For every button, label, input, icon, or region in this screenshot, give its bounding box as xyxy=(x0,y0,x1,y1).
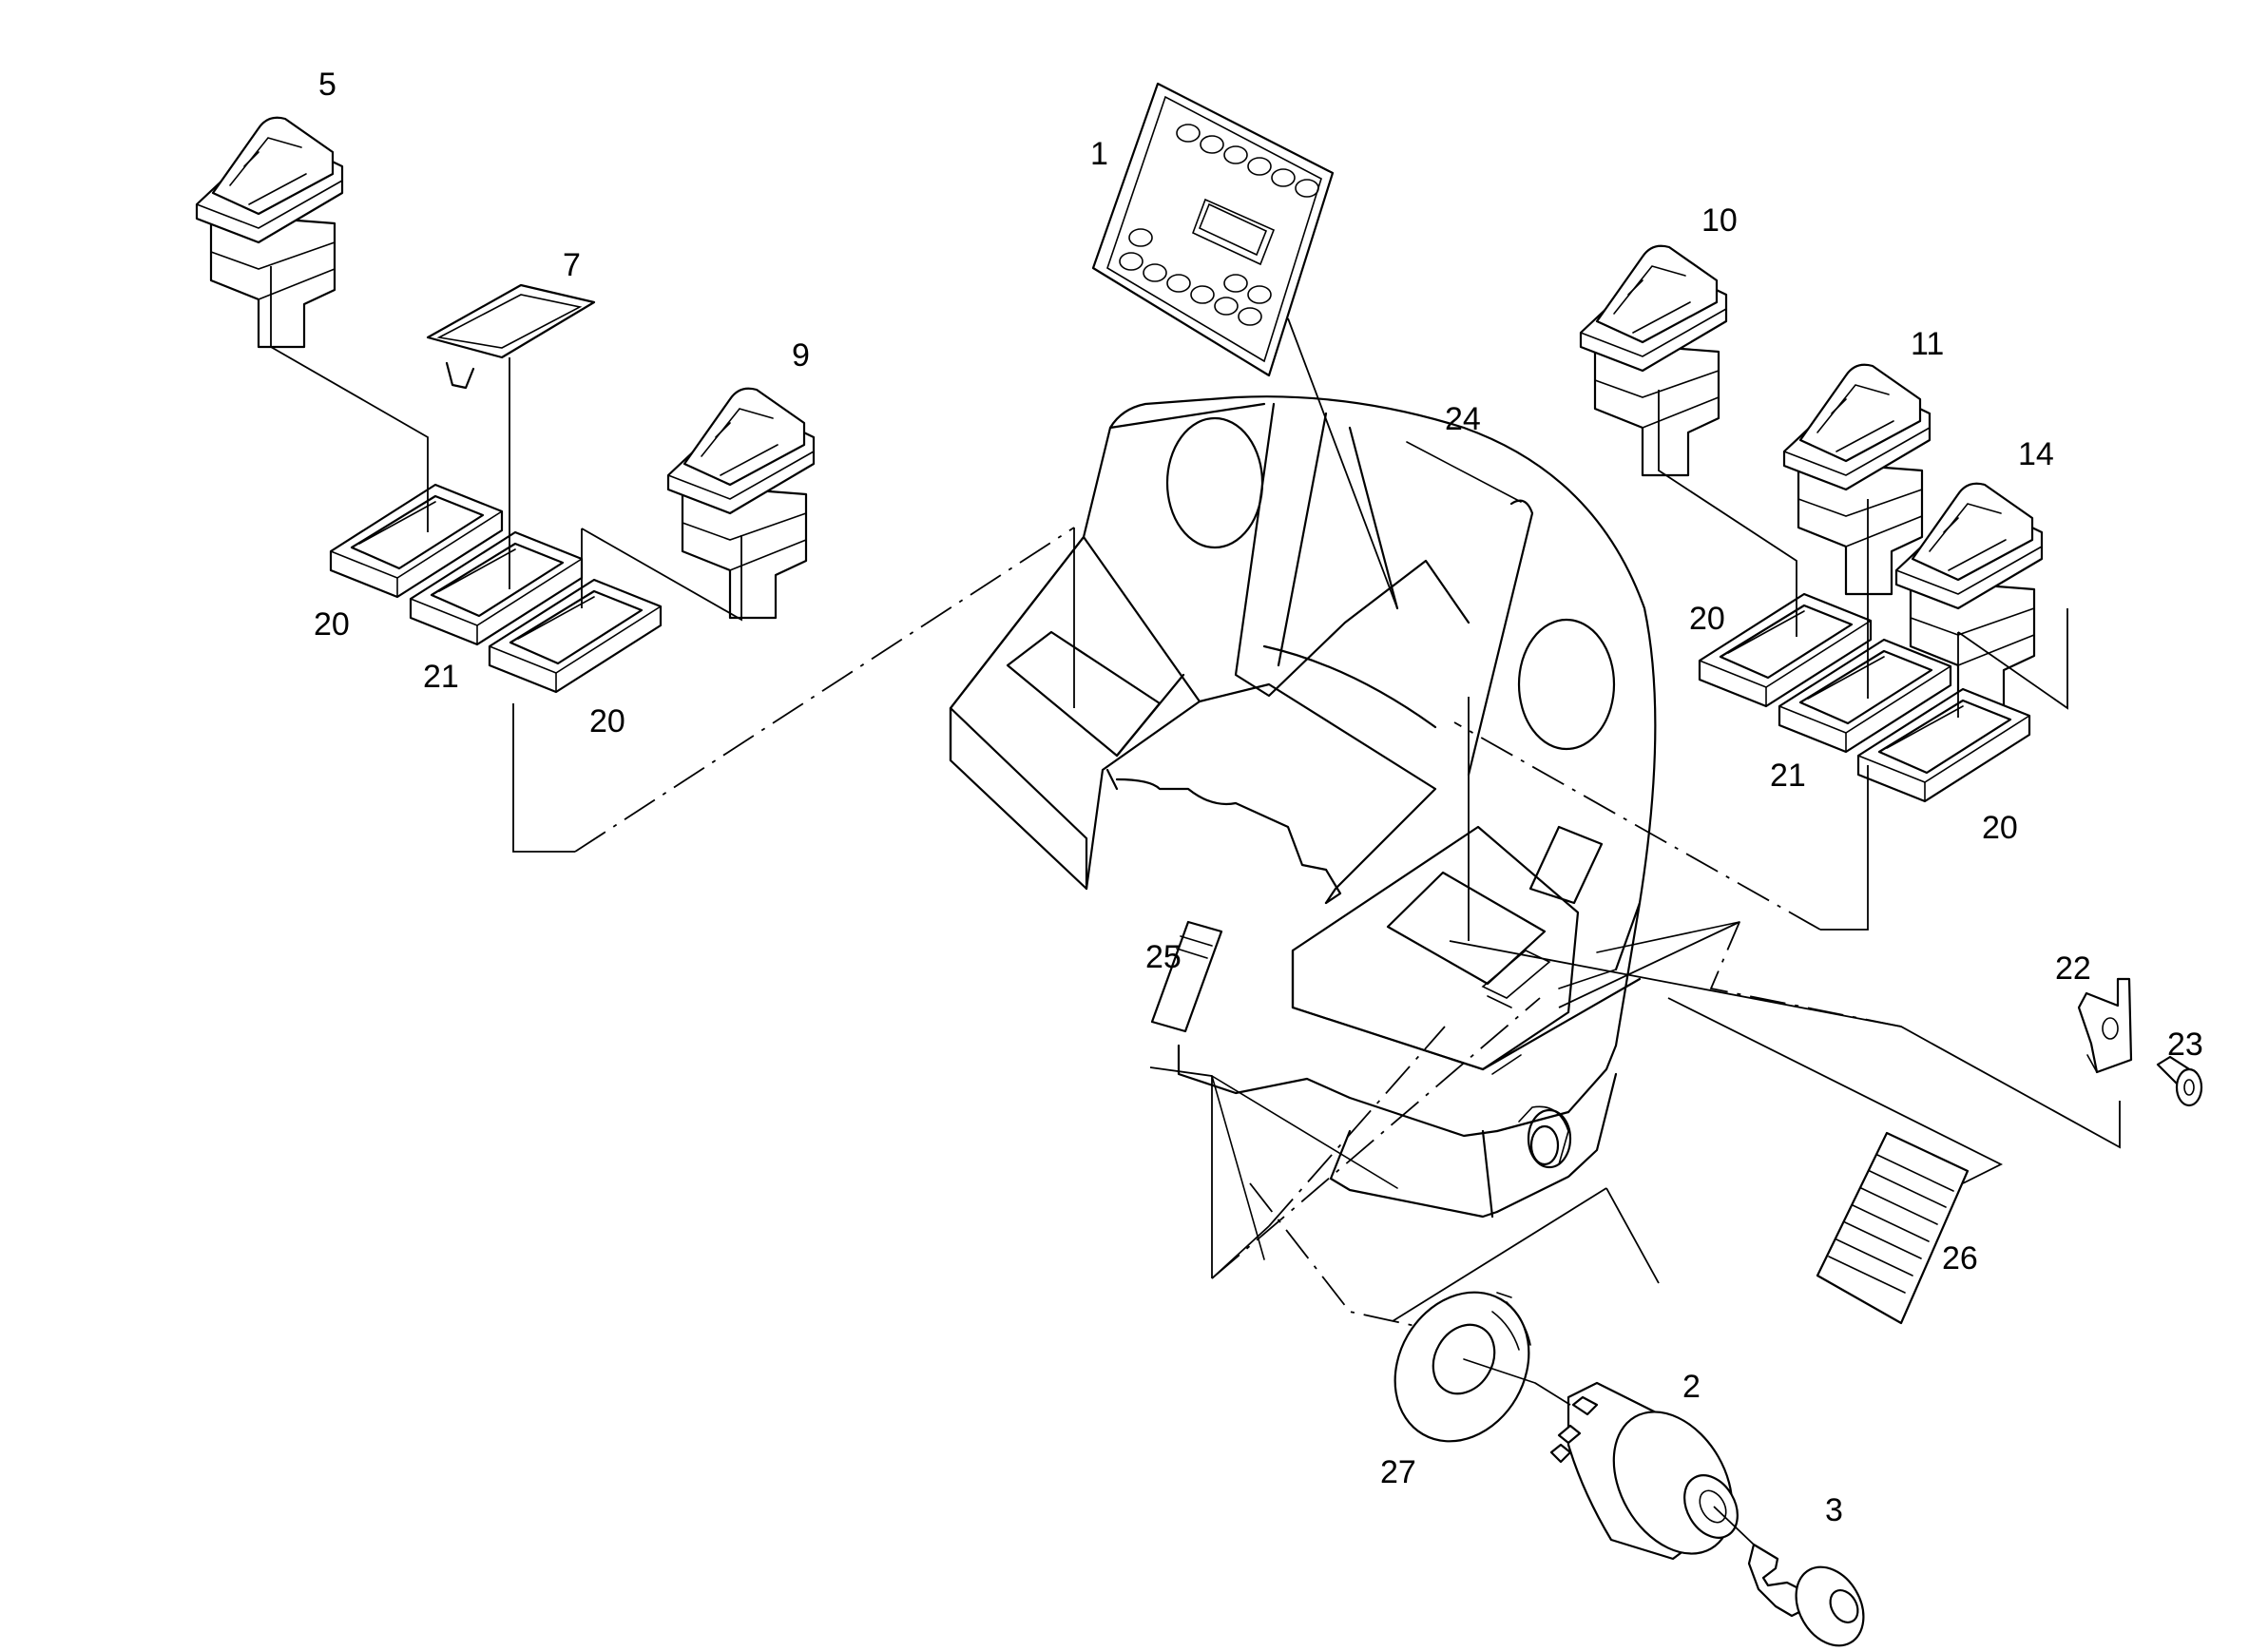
ignition-bezel-decal-27 xyxy=(1393,1291,1531,1443)
blank-plug-7 xyxy=(426,283,596,390)
callout-20-right-a: 20 xyxy=(1689,601,1725,637)
dashboard-console-24 xyxy=(949,395,1657,1219)
callout-5: 5 xyxy=(318,67,336,103)
rocker-switch-10 xyxy=(1579,244,1728,477)
screw-23 xyxy=(2156,1055,2203,1107)
callout-20-right-b: 20 xyxy=(1982,810,2018,846)
callout-26: 26 xyxy=(1942,1240,1978,1277)
ignition-switch-2 xyxy=(1549,1381,1739,1561)
callout-2: 2 xyxy=(1682,1369,1701,1405)
callout-3: 3 xyxy=(1825,1492,1843,1528)
label-decal-25 xyxy=(1150,920,1223,1033)
callout-7: 7 xyxy=(563,247,581,283)
rocker-switch-5 xyxy=(195,116,344,349)
callout-23: 23 xyxy=(2167,1027,2203,1063)
callout-27: 27 xyxy=(1380,1454,1416,1490)
callout-21-right: 21 xyxy=(1770,758,1806,794)
callout-24: 24 xyxy=(1445,401,1481,437)
instrument-panel-1 xyxy=(1091,82,1335,377)
clip-22 xyxy=(2077,977,2133,1074)
callout-11: 11 xyxy=(1911,326,1944,362)
callout-25: 25 xyxy=(1145,939,1182,975)
label-decal-26 xyxy=(1816,1131,1970,1325)
callout-20-left-a: 20 xyxy=(314,606,350,643)
callout-14: 14 xyxy=(2018,436,2054,472)
callout-21-left: 21 xyxy=(423,659,459,695)
callout-9: 9 xyxy=(792,337,810,374)
callout-22: 22 xyxy=(2055,950,2091,987)
ignition-key-3 xyxy=(1747,1543,1865,1647)
callout-1: 1 xyxy=(1090,136,1108,172)
callout-20-left-b: 20 xyxy=(589,703,625,739)
callout-10: 10 xyxy=(1701,202,1738,239)
